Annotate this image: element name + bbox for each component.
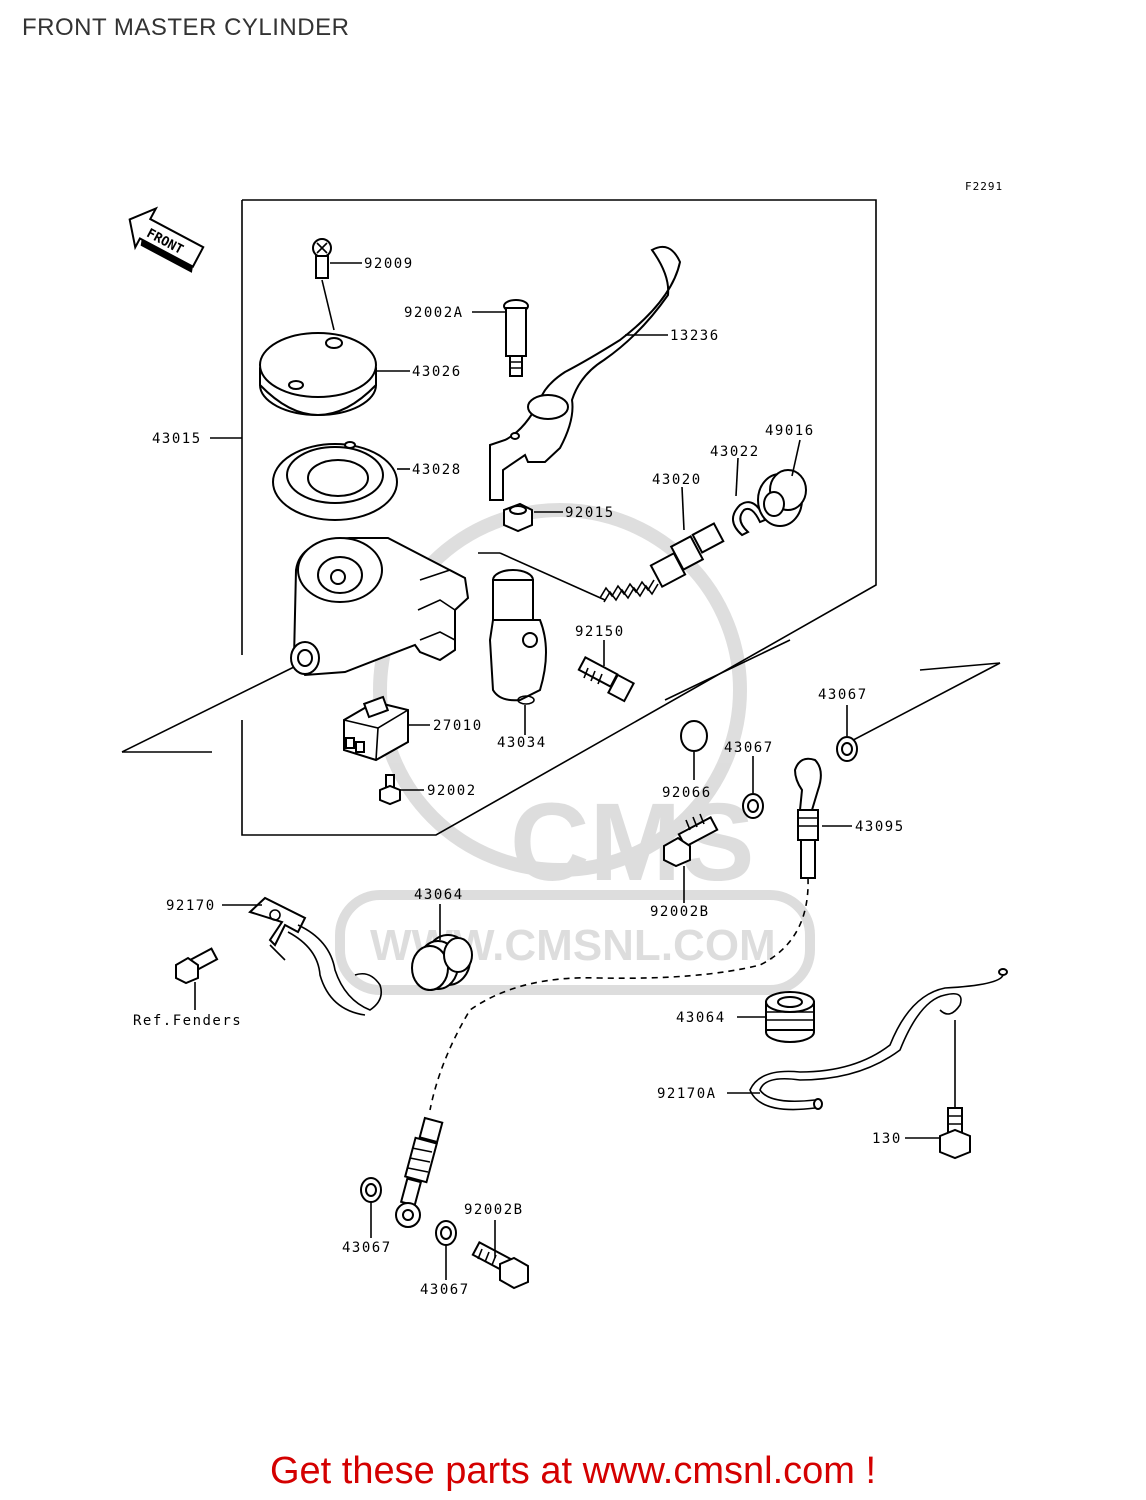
label-43026: 43026 xyxy=(412,364,462,380)
label-92015: 92015 xyxy=(565,505,615,521)
diagram-code: F2291 xyxy=(965,180,1003,193)
boot-49016 xyxy=(757,469,807,527)
circlip-43022 xyxy=(732,501,767,537)
label-92002A: 92002A xyxy=(404,305,464,321)
washer-43067-d xyxy=(435,1220,457,1246)
washer-43067-b xyxy=(742,793,764,819)
bolt-130 xyxy=(939,1107,971,1160)
diaphragm-43028 xyxy=(272,441,398,521)
label-130: 130 xyxy=(872,1131,902,1147)
label-92002B-a: 92002B xyxy=(650,904,710,920)
label-43095: 43095 xyxy=(855,819,905,835)
cap-43026 xyxy=(259,332,377,416)
clamp-43034 xyxy=(488,569,547,705)
cap-92066 xyxy=(680,720,708,752)
footer-link[interactable]: Get these parts at www.cmsnl.com ! xyxy=(269,1450,877,1492)
assembly-frame xyxy=(121,199,1001,836)
label-92170: 92170 xyxy=(166,898,216,914)
label-43067-b: 43067 xyxy=(724,740,774,756)
bolt-92002B-b xyxy=(471,1241,529,1290)
label-13236: 13236 xyxy=(670,328,720,344)
switch-27010 xyxy=(343,695,409,762)
grommet-43064-b xyxy=(765,991,815,1043)
bolt-ref-fenders xyxy=(175,947,219,985)
label-92066: 92066 xyxy=(662,785,712,801)
label-43064-a: 43064 xyxy=(414,887,464,903)
nut-92015 xyxy=(503,502,533,533)
grommet-43064-a xyxy=(411,934,473,991)
label-43015: 43015 xyxy=(152,431,202,447)
hose-lower-fitting xyxy=(395,1116,444,1228)
bracket-92170 xyxy=(248,896,383,1016)
front-arrow-icon: FRONT xyxy=(128,206,205,273)
label-43067-a: 43067 xyxy=(818,687,868,703)
leader-lines xyxy=(194,262,956,1280)
label-43034: 43034 xyxy=(497,735,547,751)
master-cylinder-body xyxy=(290,537,470,677)
label-43067-c: 43067 xyxy=(342,1240,392,1256)
label-92150: 92150 xyxy=(575,624,625,640)
label-43067-d: 43067 xyxy=(420,1282,470,1298)
piston-43020 xyxy=(599,522,725,603)
bolt-92002B-a xyxy=(663,813,719,868)
pin-92002A xyxy=(503,299,529,377)
label-43028: 43028 xyxy=(412,462,462,478)
label-92009: 92009 xyxy=(364,256,414,272)
watermark: CMS WWW.CMSNL.COM xyxy=(335,503,815,995)
label-92170A: 92170A xyxy=(657,1086,717,1102)
label-ref-fenders: Ref.Fenders xyxy=(133,1013,242,1029)
label-43022: 43022 xyxy=(710,444,760,460)
washer-43067-a xyxy=(836,736,858,762)
hose-43095 xyxy=(429,757,822,1111)
label-92002: 92002 xyxy=(427,783,477,799)
screw-92009 xyxy=(312,238,335,331)
label-27010: 27010 xyxy=(433,718,483,734)
label-43020: 43020 xyxy=(652,472,702,488)
page-title: FRONT MASTER CYLINDER xyxy=(22,14,350,41)
label-43064-b: 43064 xyxy=(676,1010,726,1026)
label-92002B-b: 92002B xyxy=(464,1202,524,1218)
bolt-92150 xyxy=(577,656,635,703)
watermark-brand: CMS xyxy=(510,781,754,904)
lever-13236 xyxy=(489,246,682,501)
washer-43067-c xyxy=(360,1177,382,1203)
screw-92002 xyxy=(379,774,401,806)
label-49016: 49016 xyxy=(765,423,815,439)
